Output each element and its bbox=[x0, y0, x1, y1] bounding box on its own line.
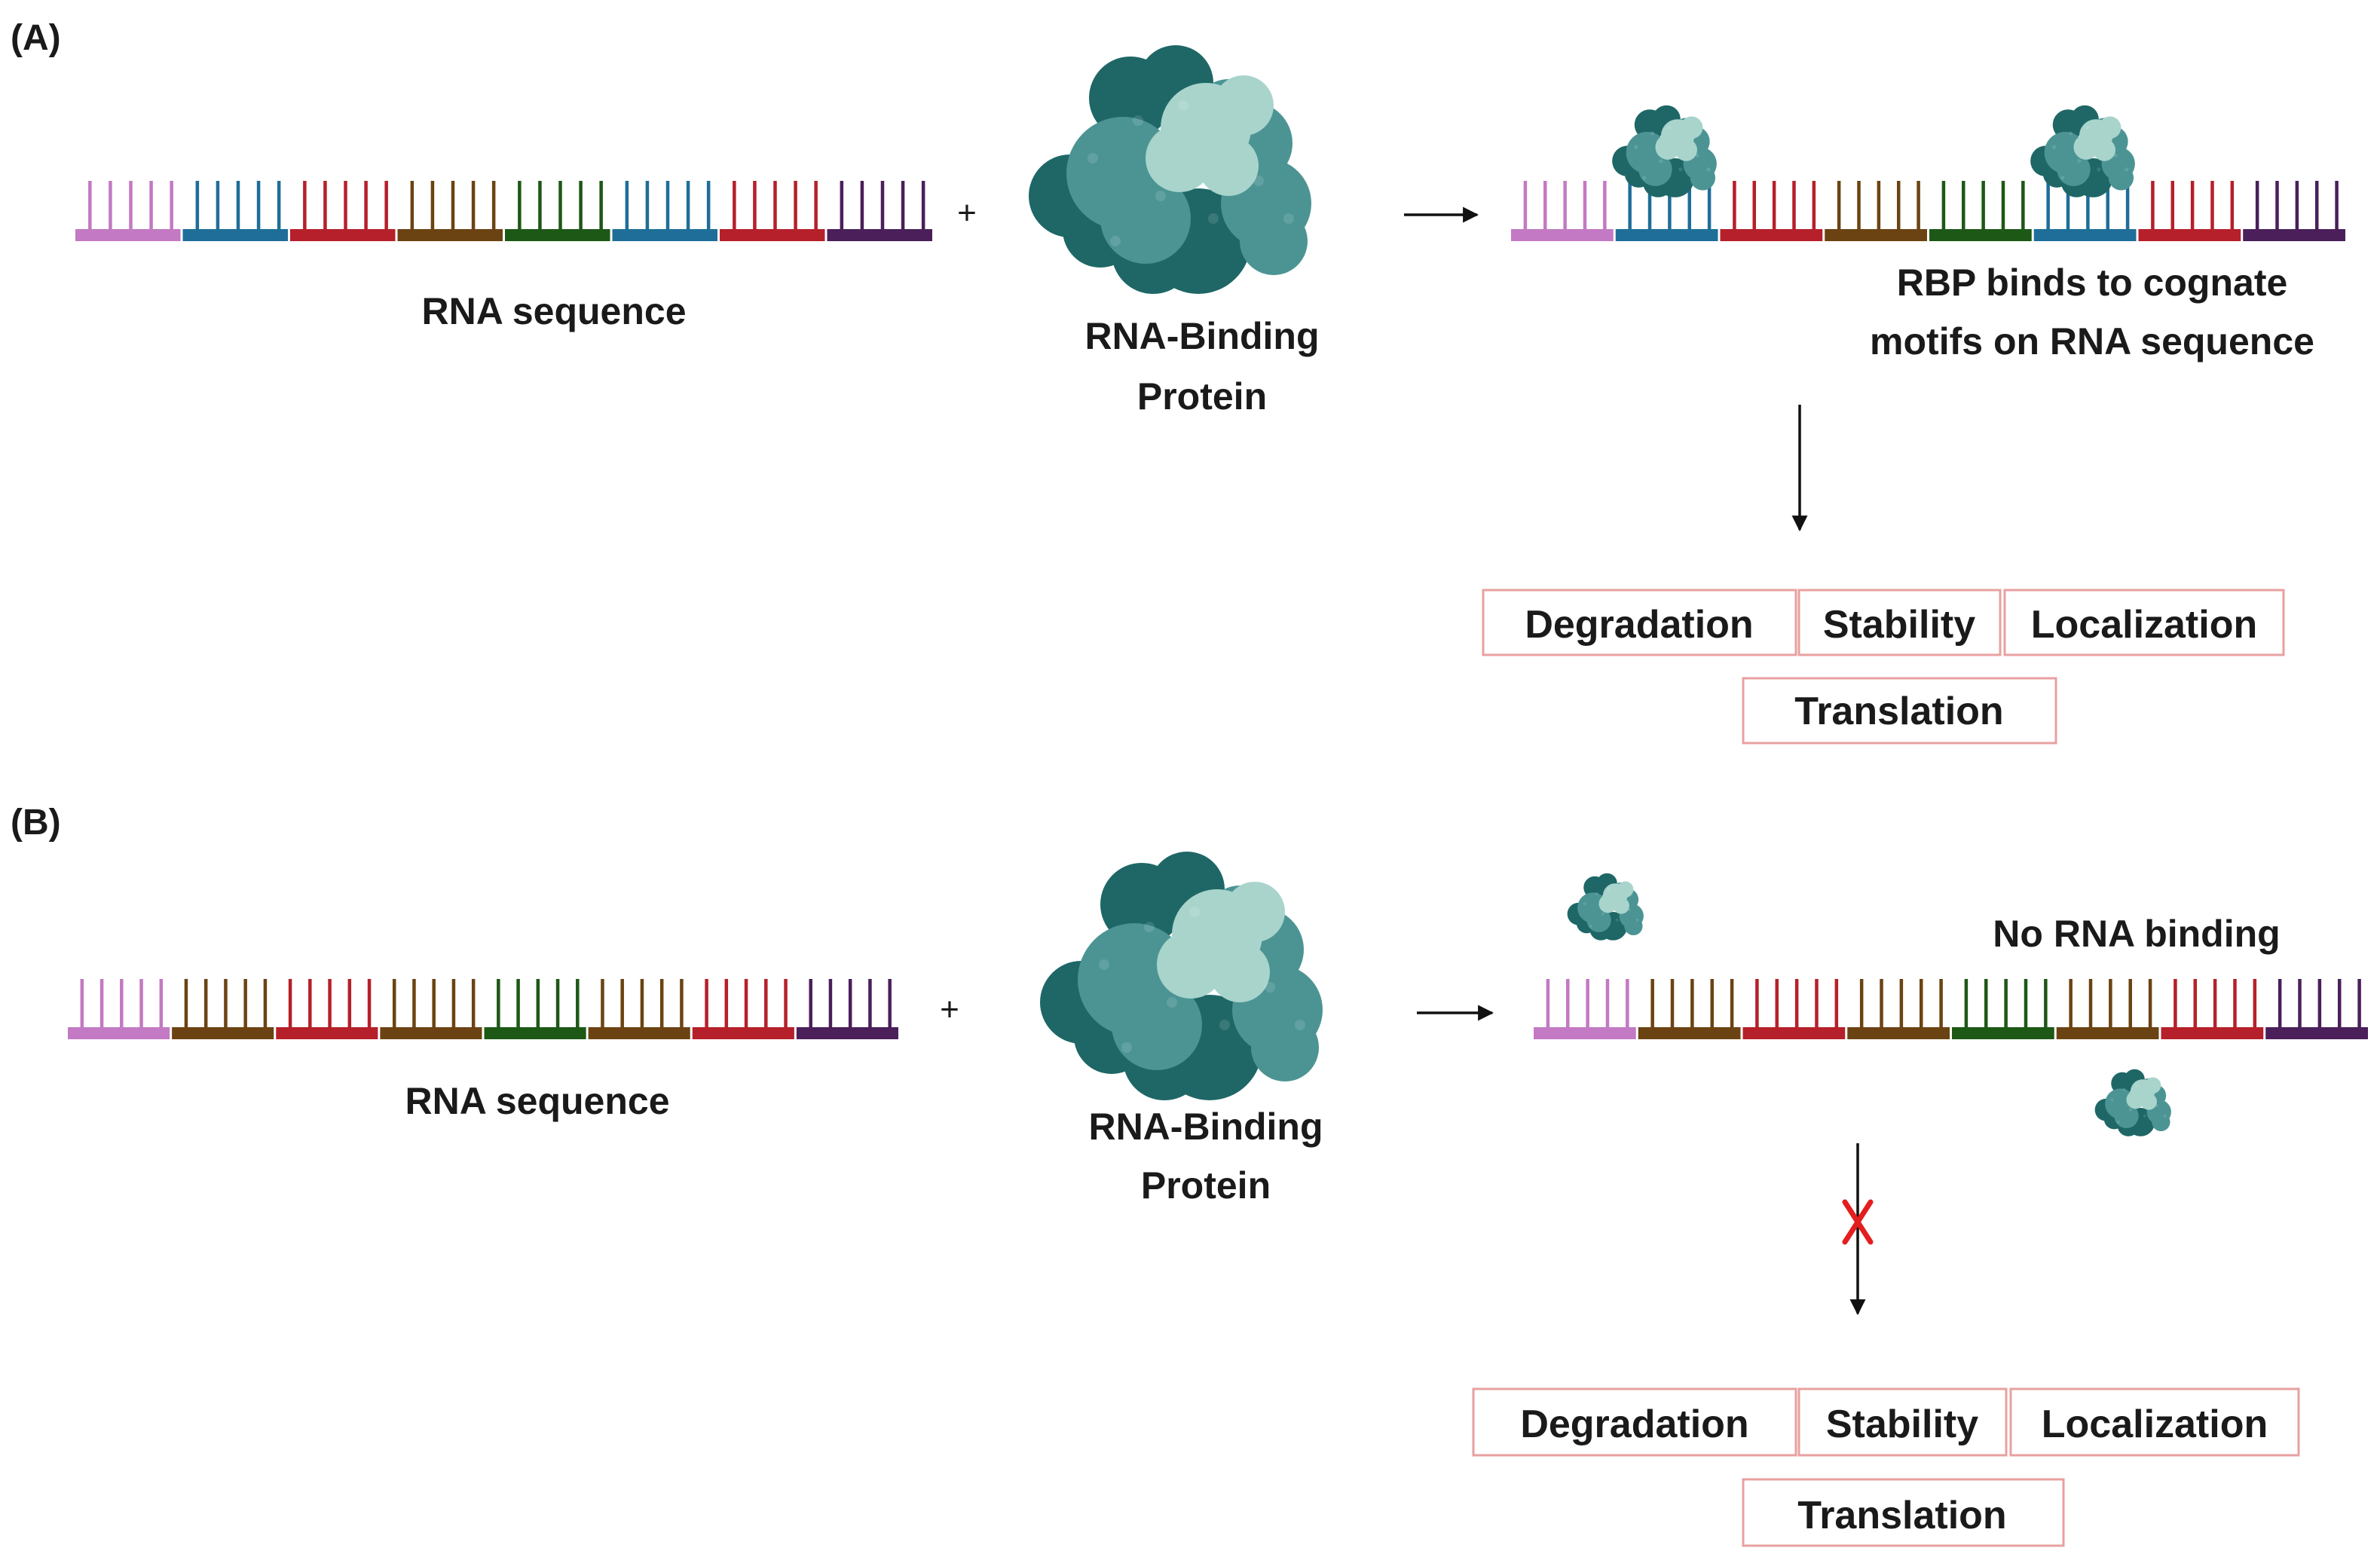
outcome-box-a-stability: Stability bbox=[1797, 589, 2002, 656]
outcome-a-translation: Translation bbox=[1794, 690, 2003, 733]
result-label-a-line1: RBP binds to cognate bbox=[1897, 262, 2288, 304]
plus-sign-b: + bbox=[940, 991, 959, 1028]
rna-segment-red bbox=[1720, 181, 1823, 241]
bound-rbp-a1 bbox=[1612, 105, 1717, 197]
rna-segment-brown bbox=[1847, 979, 1950, 1039]
rna-segment-pink bbox=[1534, 979, 1636, 1039]
rna-segment-blue bbox=[612, 181, 717, 241]
rna-segment-brown bbox=[1825, 181, 1927, 241]
protein-label-b-line2: Protein bbox=[1141, 1164, 1271, 1207]
rna-segment-blue bbox=[1615, 181, 1718, 241]
rna-sequence-label-a: RNA sequence bbox=[421, 290, 686, 332]
rna-strand-a-bound bbox=[1511, 181, 2345, 241]
rna-segment-red bbox=[276, 979, 378, 1039]
rna-segment-green bbox=[505, 181, 610, 241]
rna-strand-b-output bbox=[1534, 979, 2368, 1039]
result-label-a-line2: motifs on RNA sequence bbox=[1870, 320, 2314, 362]
rna-segment-purple bbox=[827, 181, 932, 241]
panel-a-label: (A) bbox=[11, 18, 61, 58]
rna-segment-red bbox=[720, 181, 825, 241]
blocked-cross-icon bbox=[1842, 1199, 1874, 1245]
outcome-b-degradation: Degradation bbox=[1520, 1402, 1748, 1446]
rna-binding-protein-a bbox=[1029, 45, 1311, 294]
rna-binding-protein-b bbox=[1040, 852, 1323, 1100]
rna-segment-brown bbox=[1638, 979, 1741, 1039]
bound-rbp-a2 bbox=[2030, 105, 2135, 197]
rna-segment-purple bbox=[2265, 979, 2368, 1039]
rna-segment-purple bbox=[2243, 181, 2345, 241]
rna-segment-brown bbox=[397, 181, 503, 241]
outcome-b-stability: Stability bbox=[1826, 1402, 1978, 1446]
free-rbp-b1 bbox=[1567, 873, 1644, 941]
rna-sequence-label-b: RNA sequence bbox=[405, 1080, 669, 1122]
free-rbp-b2 bbox=[2094, 1069, 2171, 1136]
rna-segment-purple bbox=[796, 979, 898, 1039]
rna-segment-red bbox=[2138, 181, 2241, 241]
rna-segment-pink bbox=[68, 979, 170, 1039]
rna-segment-pink bbox=[1511, 181, 1614, 241]
outcome-a-localization: Localization bbox=[2031, 603, 2257, 647]
rna-segment-green bbox=[1929, 181, 2032, 241]
outcome-b-translation: Translation bbox=[1797, 1494, 2006, 1537]
rna-segment-red bbox=[2161, 979, 2264, 1039]
outcome-box-a-translation: Translation bbox=[1742, 677, 2057, 745]
plus-sign-a: + bbox=[957, 194, 977, 231]
rna-segment-brown bbox=[588, 979, 690, 1039]
rna-segment-red bbox=[1742, 979, 1846, 1039]
outcome-b-localization: Localization bbox=[2042, 1402, 2268, 1446]
protein-label-a-line1: RNA-Binding bbox=[1084, 315, 1319, 357]
outcome-box-b-stability: Stability bbox=[1797, 1387, 2008, 1457]
outcome-box-a-localization: Localization bbox=[2003, 589, 2285, 656]
outcome-box-b-translation: Translation bbox=[1742, 1478, 2065, 1547]
rna-segment-green bbox=[484, 979, 586, 1039]
outcome-box-a-degradation: Degradation bbox=[1482, 589, 1797, 656]
outcome-a-degradation: Degradation bbox=[1525, 603, 1753, 647]
rna-strand-b-input bbox=[68, 979, 898, 1039]
rna-segment-brown bbox=[380, 979, 482, 1039]
rna-segment-brown bbox=[2056, 979, 2159, 1039]
rna-segment-brown bbox=[172, 979, 274, 1039]
rna-strand-a-input bbox=[75, 181, 932, 241]
rna-segment-red bbox=[692, 979, 794, 1039]
rna-segment-blue bbox=[2033, 181, 2137, 241]
result-label-b: No RNA binding bbox=[1993, 913, 2280, 955]
rna-segment-green bbox=[1952, 979, 2054, 1039]
rna-segment-blue bbox=[182, 181, 288, 241]
outcome-box-b-degradation: Degradation bbox=[1472, 1387, 1797, 1457]
rna-segment-pink bbox=[75, 181, 181, 241]
protein-label-b-line1: RNA-Binding bbox=[1088, 1106, 1323, 1148]
rna-segment-red bbox=[290, 181, 396, 241]
panel-b-label: (B) bbox=[11, 803, 61, 843]
outcome-a-stability: Stability bbox=[1823, 603, 1975, 647]
outcome-box-b-localization: Localization bbox=[2009, 1387, 2300, 1457]
protein-label-a-line2: Protein bbox=[1137, 375, 1267, 418]
